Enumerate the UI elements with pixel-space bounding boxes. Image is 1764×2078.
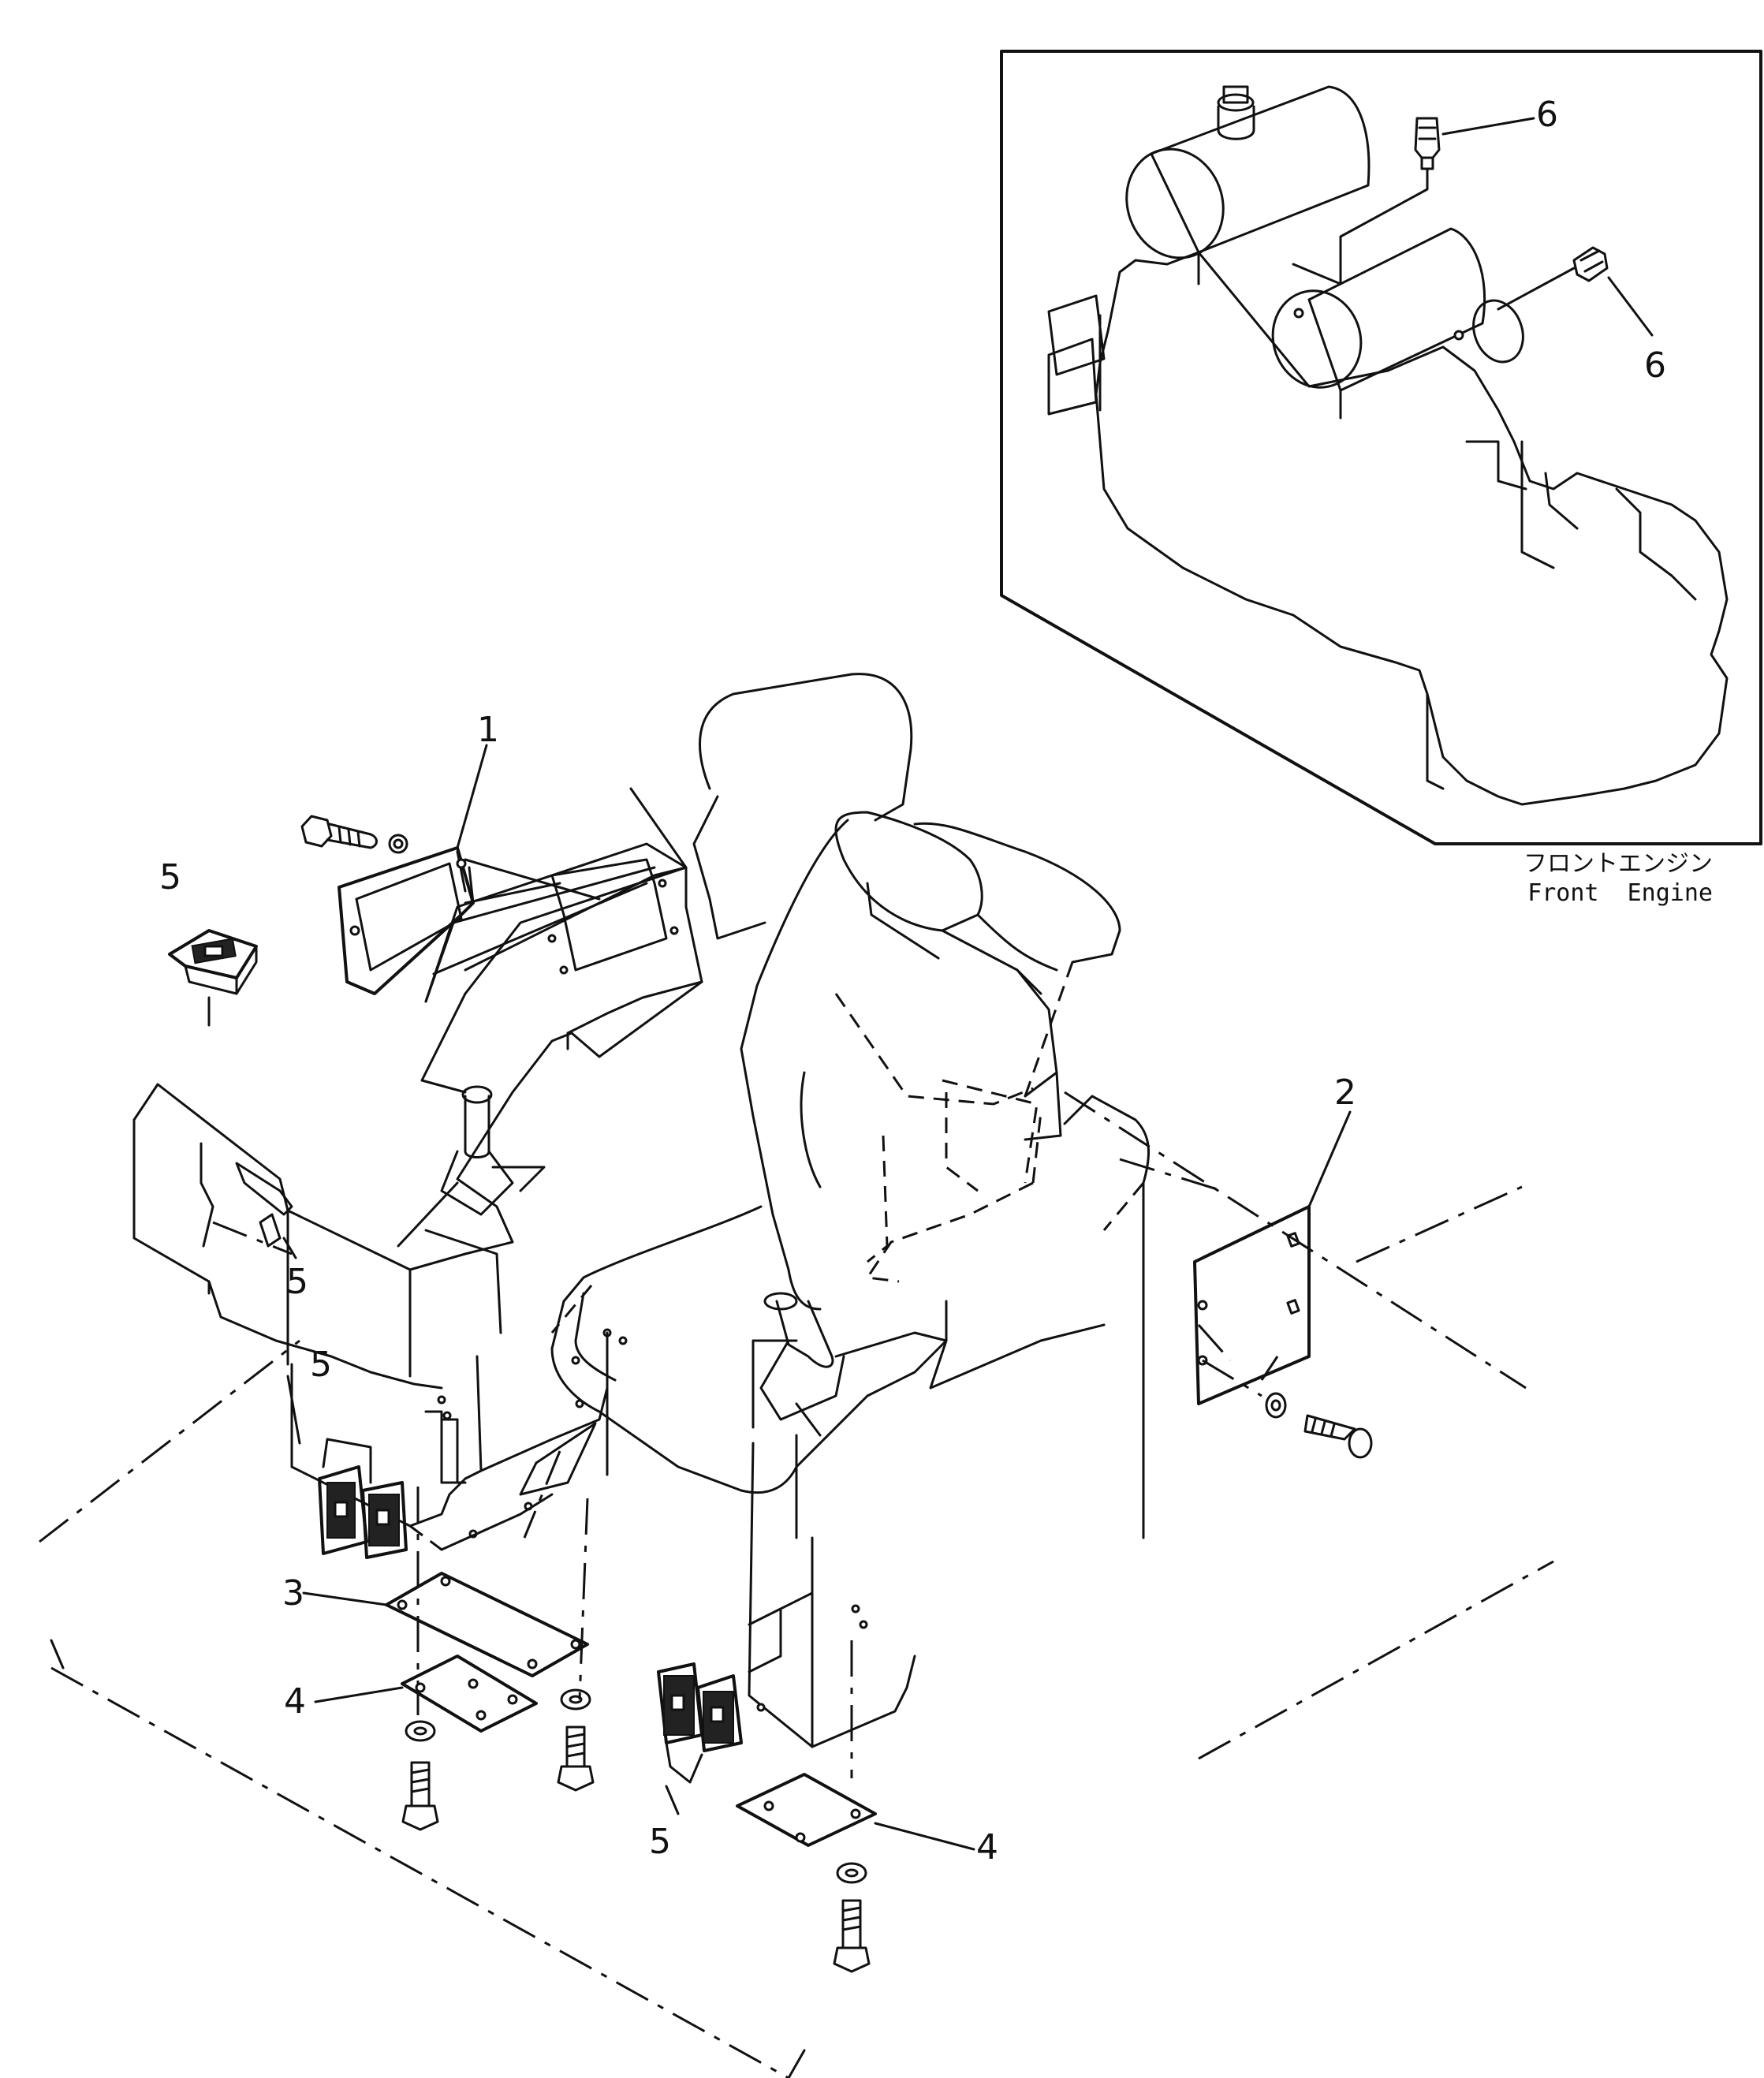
bolt-left-2 xyxy=(557,1688,595,1792)
operator-seat xyxy=(550,673,1121,1494)
part-4-plate-right xyxy=(736,1773,877,1847)
callout-5-top: 5 xyxy=(159,857,181,897)
bolt-part-2 xyxy=(1265,1392,1373,1459)
callout-labels: 1 2 3 4 4 5 5 5 5 6 6 xyxy=(159,95,1666,1867)
sensor-part-6-right xyxy=(1497,246,1609,311)
part-5-switch-left-pair xyxy=(318,1438,408,1559)
callout-5-console: 5 xyxy=(286,1262,308,1302)
bolt-part-1 xyxy=(300,815,408,854)
callout-4-right: 4 xyxy=(976,1827,998,1867)
callout-5-right-pair: 5 xyxy=(649,1822,671,1862)
left-console xyxy=(132,787,703,1551)
callout-3: 3 xyxy=(282,1573,304,1614)
part-3-plate xyxy=(385,1572,589,1677)
bolt-right xyxy=(833,1862,871,1973)
engine-outline xyxy=(1047,85,1729,806)
part-2-cover-plate xyxy=(1193,1205,1311,1405)
part-5-switch-top xyxy=(168,929,258,1027)
callout-6-right: 6 xyxy=(1644,345,1666,386)
bolt-left-1 xyxy=(401,1720,439,1831)
inset-frame xyxy=(1000,50,1762,845)
inset-caption: フロントエンジン Front Engine xyxy=(1523,850,1713,907)
caption-japanese: フロントエンジン xyxy=(1523,850,1713,878)
part-5-switch-right-pair xyxy=(657,1662,743,1784)
part-4-plate-left xyxy=(401,1655,538,1733)
caption-english: Front Engine xyxy=(1527,879,1713,907)
callout-5-left-pair: 5 xyxy=(310,1345,332,1385)
part-5-switch-console xyxy=(235,1162,293,1248)
callout-6-top: 6 xyxy=(1536,95,1558,135)
right-console xyxy=(748,1095,1151,1748)
front-engine-inset xyxy=(1000,50,1762,845)
callout-1: 1 xyxy=(477,710,499,750)
callout-leaders xyxy=(282,117,1654,1851)
callout-2: 2 xyxy=(1334,1073,1356,1113)
callout-4-left: 4 xyxy=(284,1681,306,1722)
sensor-part-6-top xyxy=(1339,117,1441,285)
operator-station xyxy=(39,673,1554,2078)
